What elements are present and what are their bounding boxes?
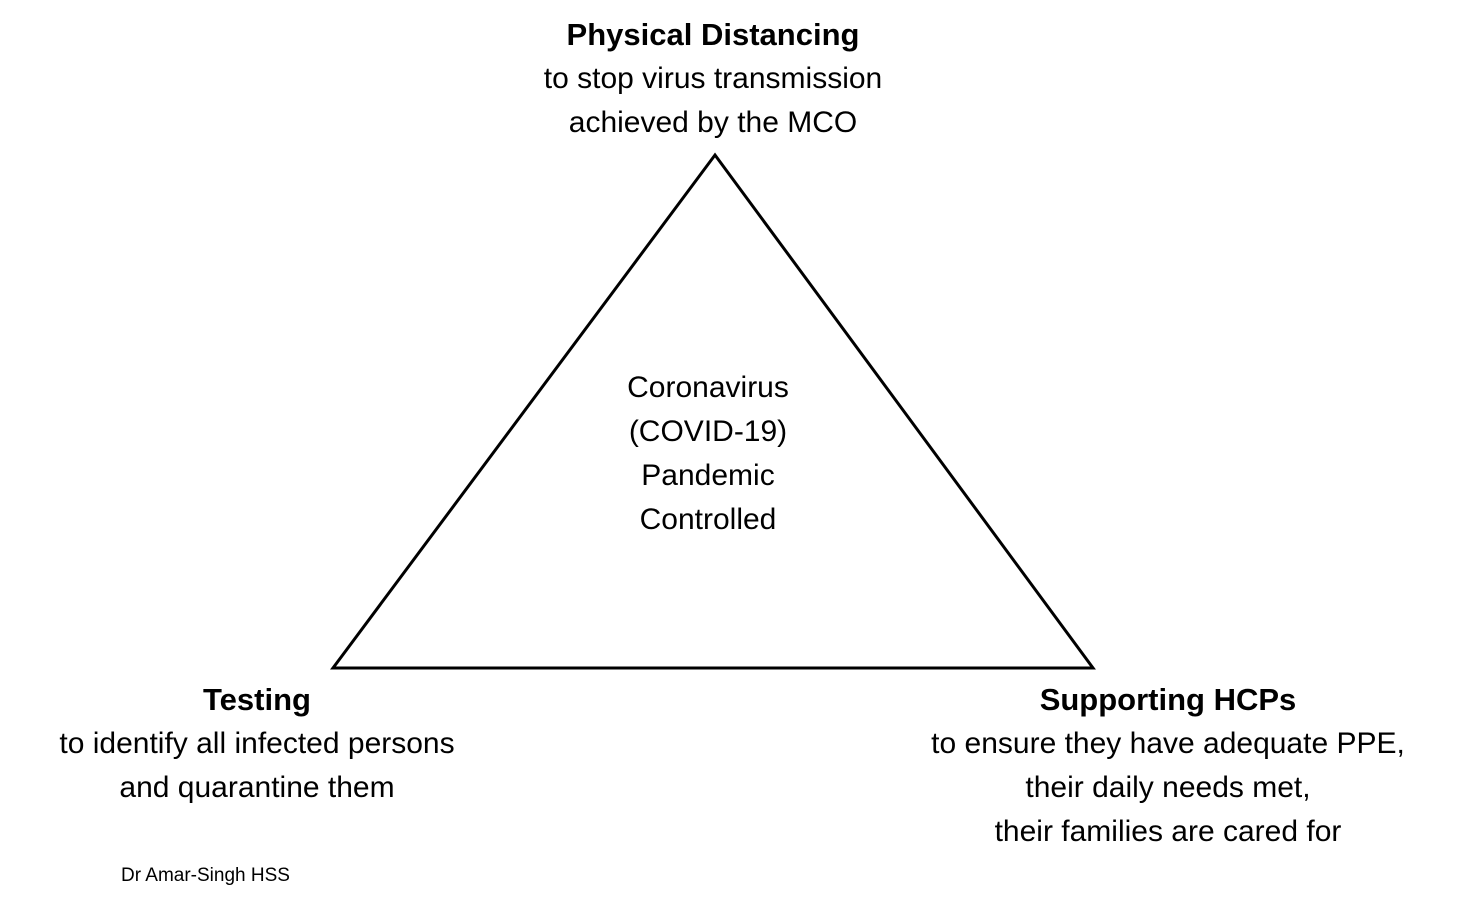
- bottom-right-label-line-2: their daily needs met,: [1025, 771, 1311, 804]
- bottom-left-label-line-2: and quarantine them: [119, 771, 395, 804]
- bottom-left-label-title: Testing: [203, 682, 311, 717]
- bottom-right-label-line-1: to ensure they have adequate PPE,: [931, 727, 1405, 760]
- top-label-line-2: achieved by the MCO: [568, 106, 858, 139]
- center-label-line-3: Pandemic: [641, 459, 775, 492]
- center-label-line-2: (COVID-19): [628, 415, 788, 448]
- attribution-text: Dr Amar-Singh HSS: [121, 865, 290, 886]
- bottom-left-label-testing: Testing to identify all infected persons…: [59, 678, 454, 810]
- center-label-pandemic-controlled: Coronavirus (COVID-19) Pandemic Controll…: [627, 366, 789, 542]
- top-label-line-1: to stop virus transmission: [543, 62, 883, 95]
- bottom-right-label-supporting-hcps: Supporting HCPs to ensure they have adeq…: [931, 678, 1405, 854]
- top-label-title: Physical Distancing: [566, 17, 860, 52]
- triangle-shape: [330, 152, 1096, 670]
- center-label-line-1: Coronavirus: [627, 371, 789, 404]
- bottom-left-label-line-1: to identify all infected persons: [59, 727, 455, 760]
- bottom-right-label-line-3: their families are cared for: [994, 815, 1342, 848]
- bottom-right-label-title: Supporting HCPs: [1039, 682, 1297, 717]
- top-label-physical-distancing: Physical Distancing to stop virus transm…: [544, 13, 882, 145]
- center-label-line-4: Controlled: [639, 503, 777, 536]
